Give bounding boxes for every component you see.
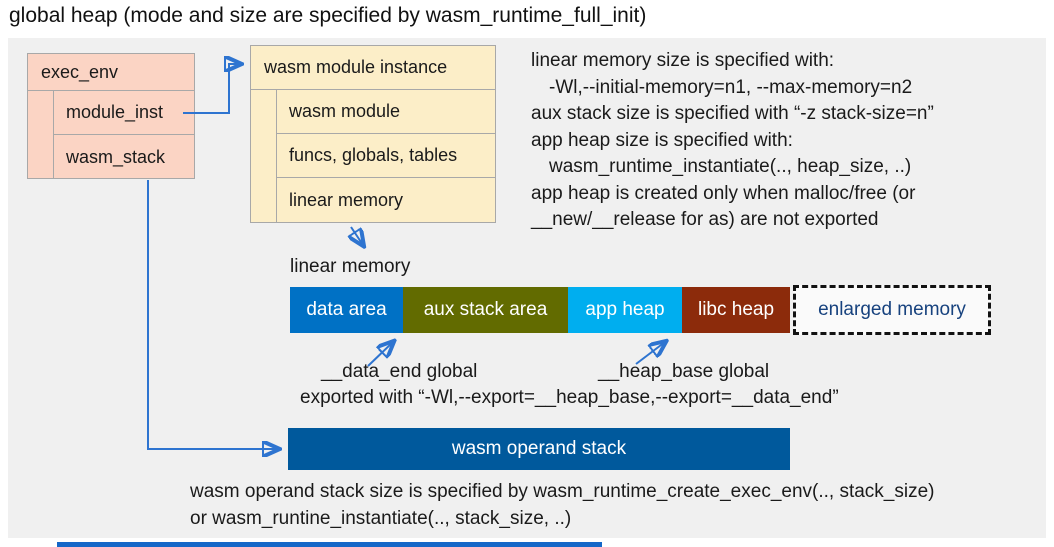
module-instance-row-linear-memory: linear memory [276, 178, 495, 222]
exec-env-row-wasm-stack: wasm_stack [53, 135, 194, 179]
note-line: app heap is created only when malloc/fre… [531, 182, 916, 204]
segment-aux-stack-area: aux stack area [403, 287, 568, 333]
segment-data-area: data area [290, 287, 403, 333]
segment-app-heap: app heap [568, 287, 682, 333]
diagram-title: global heap (mode and size are specified… [9, 4, 647, 27]
wasm-module-instance-box: wasm module instance wasm module funcs, … [250, 45, 496, 223]
bottom-blue-strip [57, 542, 602, 547]
note-line: __new/__release for as) are not exported [531, 209, 879, 230]
memory-size-notes: linear memory size is specified with: -W… [531, 48, 1036, 234]
operand-stack-notes: wasm operand stack size is specified by … [190, 478, 935, 532]
wasm-operand-stack-bar: wasm operand stack [288, 428, 790, 470]
module-instance-row-wasm-module: wasm module [276, 90, 495, 134]
exec-env-header: exec_env [28, 54, 194, 91]
note-line: -Wl,--initial-memory=n1, --max-memory=n2 [549, 76, 913, 98]
segment-enlarged-memory: enlarged memory [793, 285, 991, 335]
exec-env-box: exec_env module_inst wasm_stack [27, 53, 195, 179]
heap-base-global-label: __heap_base global [598, 361, 770, 382]
footer-line: wasm operand stack size is specified by … [190, 481, 935, 502]
footer-line: or wasm_runtine_instantiate(.., stack_si… [190, 508, 572, 529]
note-line: linear memory size is specified with: [531, 50, 835, 71]
note-line: aux stack size is specified with “-z sta… [531, 103, 934, 124]
exec-env-row-module-inst: module_inst [53, 91, 194, 135]
linear-memory-bar: data area aux stack area app heap libc h… [290, 287, 790, 333]
data-end-global-label: __data_end global [321, 361, 478, 382]
wasm-module-instance-header: wasm module instance [251, 46, 495, 90]
segment-libc-heap: libc heap [682, 287, 790, 333]
module-instance-row-funcs-globals-tables: funcs, globals, tables [276, 134, 495, 178]
note-line: wasm_runtime_instantiate(.., heap_size, … [549, 156, 912, 177]
linear-memory-label: linear memory [290, 256, 411, 277]
note-line: app heap size is specified with: [531, 129, 793, 151]
exported-with-label: exported with “-Wl,--export=__heap_base,… [300, 387, 839, 408]
